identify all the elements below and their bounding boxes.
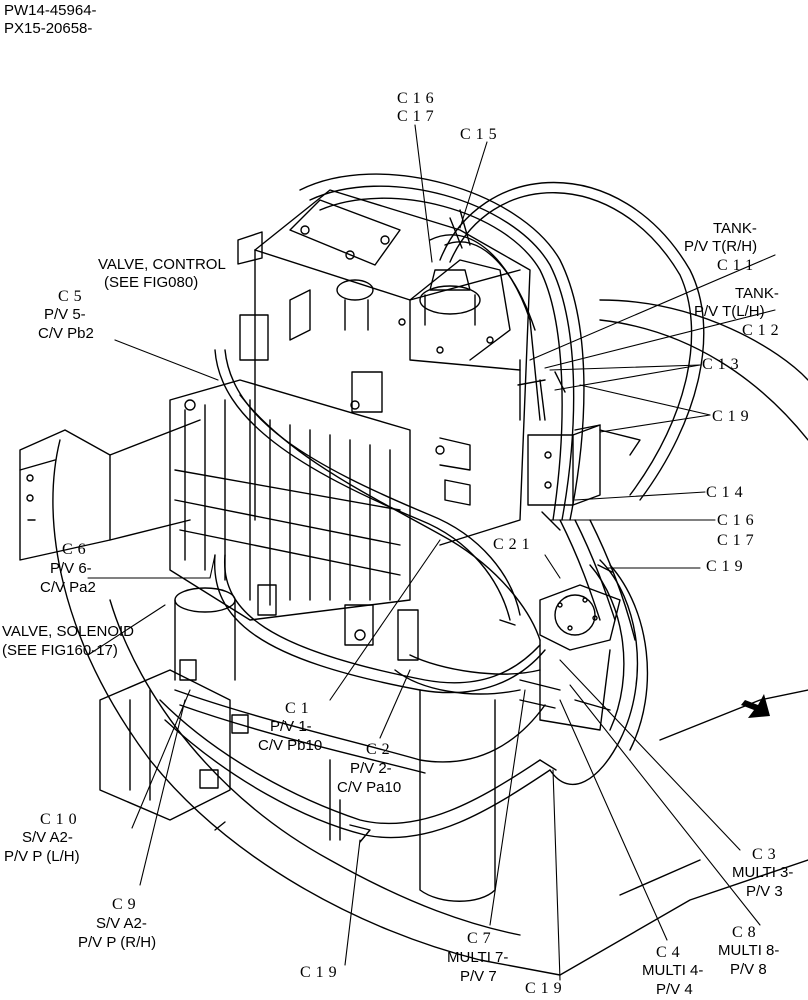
serial-number-1: PW14-45964-	[4, 2, 97, 19]
callout-c2-code: C2	[366, 741, 395, 758]
callout-c13: C13	[702, 356, 744, 373]
callout-c1-line1: P/V 1-	[270, 718, 312, 735]
callout-c10-code: C10	[40, 811, 82, 828]
callout-c19-right: C19	[712, 408, 754, 425]
callout-c3-code: C3	[752, 846, 781, 863]
callout-c6-code: C6	[62, 541, 91, 558]
callout-c14: C14	[706, 484, 748, 501]
callout-c16-right: C16	[717, 512, 759, 529]
callout-c7-line2: P/V 7	[460, 968, 497, 985]
callout-c9-code: C9	[112, 896, 141, 913]
callout-c10-line2: P/V P (L/H)	[4, 848, 80, 865]
callout-c7-code: C7	[467, 930, 496, 947]
pilot-hoses	[159, 349, 649, 839]
callout-c15: C15	[460, 126, 502, 143]
callout-c16-top: C16	[397, 90, 439, 107]
solenoid-valve	[99, 659, 249, 831]
turntable-column	[174, 587, 496, 902]
hose-bundle	[299, 173, 705, 641]
tank-rh-line2: P/V T(R/H)	[684, 238, 758, 255]
callout-c8-line1: MULTI 8-	[718, 942, 780, 959]
callout-c12: C12	[742, 322, 784, 339]
callout-c9-line1: S/V A2-	[96, 915, 147, 932]
callout-c4-code: C4	[656, 944, 685, 961]
callout-c4-line2: P/V 4	[656, 981, 693, 998]
callout-c17-top: C17	[397, 108, 439, 125]
callout-c8-code: C8	[732, 924, 761, 941]
callout-c1-code: C1	[285, 700, 314, 717]
callout-c9-line2: P/V P (R/H)	[78, 934, 157, 951]
upper-frame	[19, 299, 808, 976]
valve-control-label: VALVE, CONTROL	[98, 256, 226, 273]
serial-number-2: PX15-20658-	[4, 20, 93, 37]
tank-lh-line2: P/V T(L/H)	[694, 303, 765, 320]
callout-c3-line1: MULTI 3-	[732, 864, 794, 881]
tank-rh-line1: TANK-	[713, 220, 757, 237]
leader-lines	[87, 124, 776, 981]
callout-c21: C21	[493, 536, 535, 553]
callout-c4-line1: MULTI 4-	[642, 962, 704, 979]
callout-c17-right: C17	[717, 532, 759, 549]
tank-lh-line1: TANK-	[735, 285, 779, 302]
callout-c6-line1: P/V 6-	[50, 560, 92, 577]
valve-solenoid-ref: (SEE FIG160-17)	[2, 642, 118, 659]
callout-c2-line1: P/V 2-	[350, 760, 392, 777]
callout-c10-line1: S/V A2-	[22, 829, 73, 846]
callout-c19-bottom-left: C19	[300, 964, 342, 981]
callout-c1-line2: C/V Pb10	[258, 737, 323, 754]
control-valve	[169, 314, 471, 661]
hose-clamps	[349, 371, 613, 843]
forward-arrow-icon	[741, 694, 770, 718]
multi-control-valve	[519, 584, 621, 731]
callout-c5-code: C5	[58, 288, 87, 305]
callout-c19-bottom-mid: C19	[525, 980, 567, 997]
callout-c5-line2: C/V Pb2	[38, 325, 94, 342]
callout-c8-line2: P/V 8	[730, 961, 767, 978]
main-housing	[237, 189, 531, 546]
callout-c19-mid: C19	[706, 558, 748, 575]
callout-c11: C11	[717, 257, 759, 274]
callout-c3-line2: P/V 3	[746, 883, 783, 900]
callout-c2-line2: C/V Pa10	[337, 779, 402, 796]
callout-c6-line2: C/V Pa2	[40, 579, 96, 596]
callout-c5-line1: P/V 5-	[44, 306, 86, 323]
valve-control-ref: (SEE FIG080)	[104, 274, 199, 291]
valve-solenoid-label: VALVE, SOLENOID	[2, 623, 134, 640]
callout-c7-line1: MULTI 7-	[447, 949, 509, 966]
